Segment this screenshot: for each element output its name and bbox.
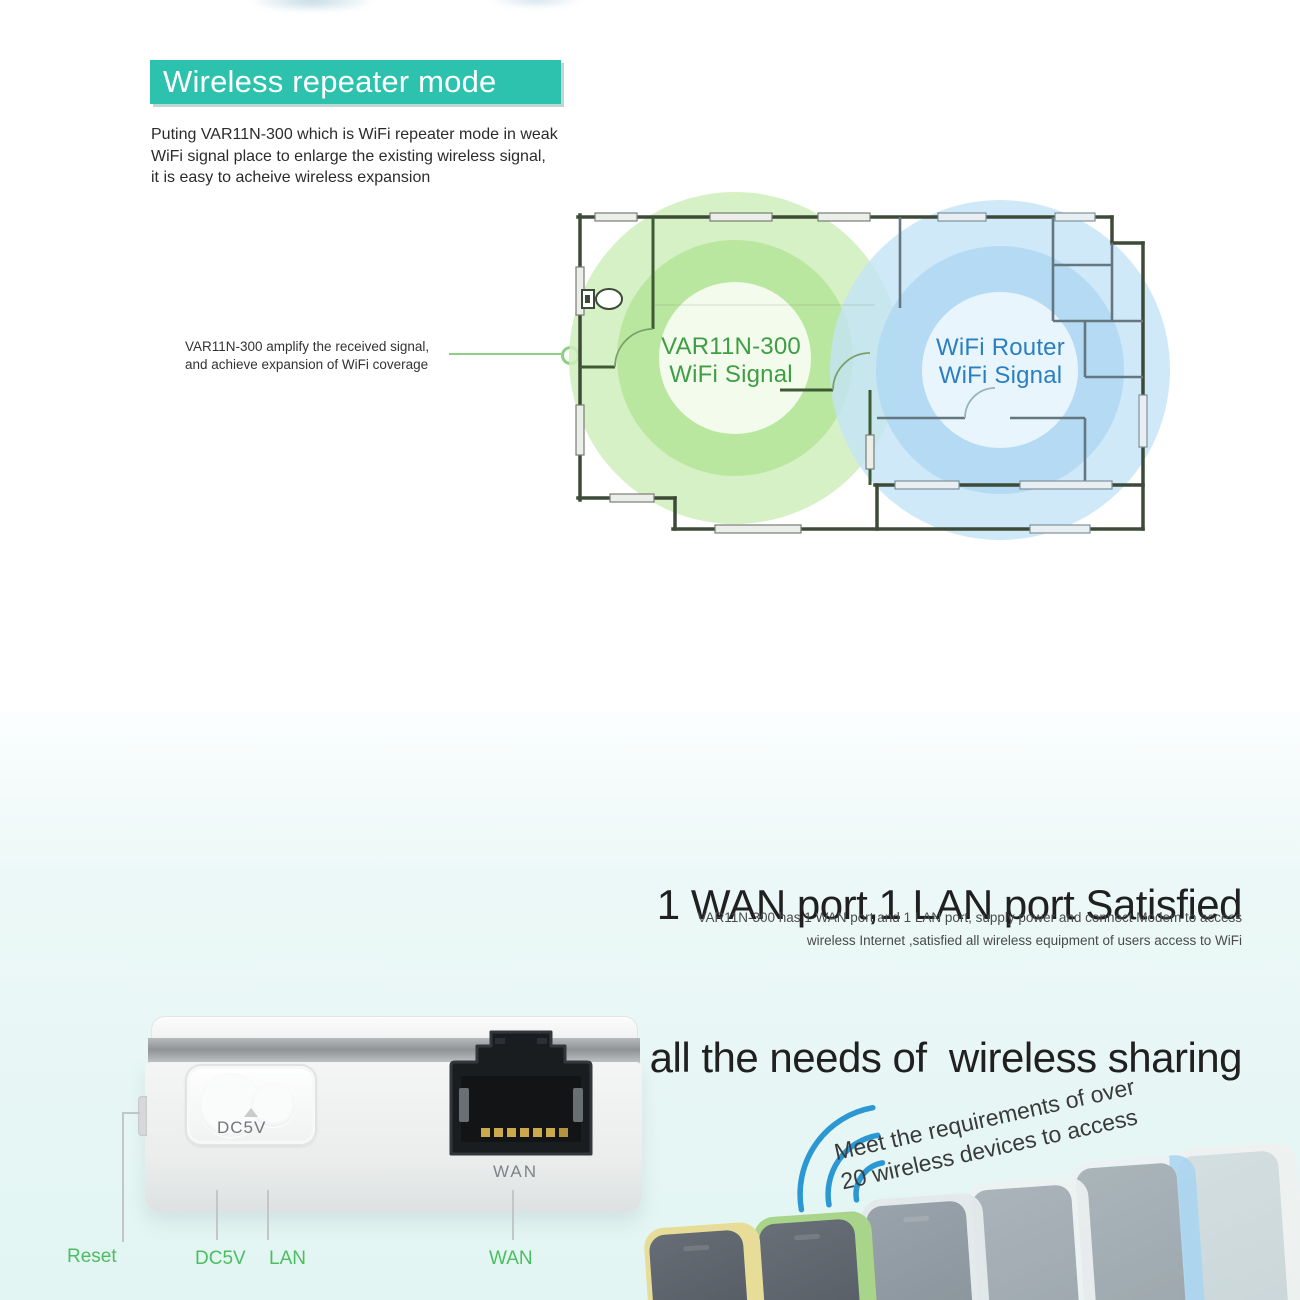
- ports-section-subtext: VAR11N-300 has 1 WAN port and 1 LAN port…: [560, 906, 1242, 952]
- port-label-wan: WAN: [489, 1248, 533, 1269]
- callout-line: VAR11N-300 amplify the received signal,: [185, 339, 430, 354]
- wan-port-label-on-device: WAN: [493, 1162, 539, 1181]
- router-signal-line: WiFi Router: [936, 334, 1065, 361]
- toilet-icon: [581, 288, 623, 310]
- dc5v-port-label: DC5V: [217, 1118, 267, 1137]
- phone-screen: [865, 1200, 978, 1300]
- heading-line: with all the needs of wireless sharing: [565, 1034, 1243, 1081]
- phone-screen: [758, 1218, 865, 1300]
- rj45-clip-left: [459, 1088, 469, 1122]
- dc5v-arrow: [244, 1108, 258, 1117]
- windows: [575, 212, 875, 534]
- rj45-pins: [481, 1128, 568, 1137]
- repeater-signal-label: VAR11N-300 WiFi Signal: [641, 333, 821, 389]
- repeater-signal-line: VAR11N-300: [661, 333, 801, 360]
- wifi-signal-icon: [797, 1104, 886, 1213]
- router-signal-label: WiFi Router WiFi Signal: [908, 334, 1093, 390]
- reset-button: [138, 1096, 147, 1136]
- wan-port: [449, 1030, 593, 1156]
- windows-right-house: [894, 212, 1148, 534]
- section-description: Puting VAR11N-300 which is WiFi repeater…: [151, 124, 621, 189]
- description-line: WiFi signal place to enlarge the existin…: [151, 147, 546, 165]
- diagram-callout-text: VAR11N-300 amplify the received signal, …: [185, 338, 465, 373]
- top-cropped-image-remnant: [248, 0, 376, 12]
- lan-callout-line: [267, 1190, 269, 1240]
- callout-line: and achieve expansion of WiFi coverage: [185, 356, 429, 372]
- phone-green: [752, 1210, 882, 1300]
- door-arcs: [614, 328, 871, 391]
- reset-callout-line: [122, 1112, 140, 1114]
- dc5v-port: DC5V: [185, 1064, 317, 1146]
- subtext-line: VAR11N-300 has 1 WAN port and 1 LAN port…: [697, 910, 1242, 925]
- subtext-line: wireless Internet ,satisfied all wireles…: [806, 933, 1242, 948]
- description-line: it is easy to acheive wireless expansion: [151, 169, 431, 186]
- right-house-interior-walls: [877, 217, 1143, 485]
- floorplan-diagram: [569, 192, 1170, 540]
- repeater-signal-line: WiFi Signal: [669, 361, 793, 388]
- heading-line: 1 WAN port,1 LAN port Satisfied: [656, 881, 1243, 928]
- phone-gray: [859, 1191, 995, 1300]
- port-label-lan: LAN: [269, 1248, 306, 1269]
- rj45-clip-right: [573, 1088, 583, 1122]
- dc5v-callout-line: [216, 1190, 218, 1240]
- section-banner: Wireless repeater mode: [150, 60, 561, 104]
- reset-callout-line: [122, 1112, 124, 1242]
- description-line: Puting VAR11N-300 which is WiFi repeater…: [151, 126, 558, 143]
- port-label-reset: Reset: [67, 1246, 117, 1267]
- dc5v-pin-right: [251, 1083, 295, 1127]
- phone-screen: [648, 1229, 753, 1300]
- device-image: DC5V WAN: [138, 1016, 642, 1212]
- door-arc: [964, 387, 996, 419]
- phone-yellow: [642, 1221, 770, 1300]
- ports-section-heading: 1 WAN port,1 LAN port Satisfied with all…: [400, 777, 1243, 1185]
- wan-callout-line: [512, 1190, 514, 1240]
- callout-connector-line: [449, 353, 561, 355]
- port-label-dc5v: DC5V: [195, 1248, 246, 1269]
- router-signal-line: WiFi Signal: [938, 362, 1063, 389]
- top-cropped-image-remnant: [488, 0, 584, 8]
